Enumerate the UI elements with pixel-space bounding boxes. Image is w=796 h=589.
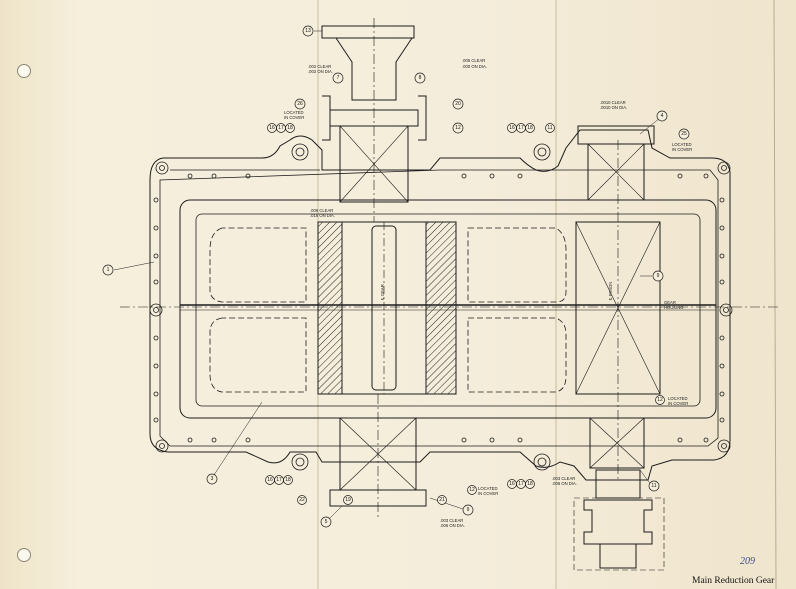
callout-8: 8 xyxy=(419,75,422,81)
callout-16-a: 16 xyxy=(269,125,275,131)
callout-9-bottom: 9 xyxy=(467,507,470,513)
note-located-4: LOCATED xyxy=(478,486,497,491)
note-pinion-centerline: ℄ PINION xyxy=(608,282,613,301)
pinion-section xyxy=(575,140,661,480)
flange-bolt-holes xyxy=(149,143,733,471)
top-bearing-housing xyxy=(321,18,427,222)
callout-numbers: 13 1 3 4 9 5 9 11 7 8 20 26 12 25 16 17 … xyxy=(107,28,687,525)
callout-12-bottom: 12 xyxy=(469,487,475,493)
callout-17-b: 17 xyxy=(518,125,524,131)
note-gear-housing-b: HOUSING xyxy=(664,305,684,310)
callout-7: 7 xyxy=(337,75,340,81)
callout-1: 1 xyxy=(107,267,110,273)
gear-tooth-outlines xyxy=(209,227,567,393)
callout-16-c: 16 xyxy=(267,477,273,483)
note-dia-top: .000 ON DIA. xyxy=(462,64,487,69)
pinion-bottom-bearing xyxy=(573,417,665,571)
callout-16-b: 16 xyxy=(509,125,515,131)
note-clear-small-2: .0010 CLEAR xyxy=(600,100,626,105)
note-dia-right-bot: .006 ON DIA. xyxy=(552,481,577,486)
drawing-caption: Main Reduction Gear xyxy=(692,576,775,586)
callout-26: 26 xyxy=(297,101,303,107)
callout-18-b: 18 xyxy=(527,125,533,131)
leader-lines xyxy=(113,30,661,521)
callout-18-a: 18 xyxy=(287,125,293,131)
callout-12-right: 12 xyxy=(657,397,663,403)
callout-19: 19 xyxy=(345,497,351,503)
note-gear-centerline: ℄ GEAR xyxy=(380,284,385,301)
drawing-notes: .005 CLEAR .000 ON DIA. .002 CLEAR .002 … xyxy=(284,58,692,528)
callout-4: 4 xyxy=(661,113,664,119)
note-located-1b: IN COVER xyxy=(284,115,304,120)
note-dia-mid: .016 ON DIA. xyxy=(310,213,335,218)
note-dia-bot: .006 ON DIA. xyxy=(440,523,465,528)
callout-17-a: 17 xyxy=(278,125,284,131)
bottom-bearing-housing xyxy=(329,394,427,520)
callout-17-d: 17 xyxy=(518,481,524,487)
callout-5: 5 xyxy=(325,519,328,525)
callout-13: 13 xyxy=(305,28,311,34)
paper-fold-lines xyxy=(317,0,777,589)
callout-18-d: 18 xyxy=(527,481,533,487)
note-located-4b: IN COVER xyxy=(478,491,498,496)
note-located-3: LOCATED xyxy=(668,396,687,401)
gear-hatched-sections xyxy=(317,221,457,395)
note-located-3b: IN COVER xyxy=(668,401,688,406)
callout-25: 25 xyxy=(681,131,687,137)
note-clear-right-bot: .003 CLEAR xyxy=(552,476,575,481)
callout-18-c: 18 xyxy=(285,477,291,483)
note-located-2b: IN COVER xyxy=(672,147,692,152)
callout-11: 11 xyxy=(651,483,656,489)
housing-outer-flange xyxy=(149,129,731,481)
pinion-top-bearing xyxy=(577,125,655,201)
note-located-2: LOCATED xyxy=(672,142,691,147)
note-gear-housing: GEAR xyxy=(664,300,676,305)
callout-3: 3 xyxy=(211,476,214,482)
page-number: 209 xyxy=(740,556,755,567)
note-dia-small-2: .0010 ON DIA. xyxy=(600,105,627,110)
callout-9-right: 9 xyxy=(657,273,660,279)
callout-16-d: 16 xyxy=(509,481,515,487)
note-clear-top: .005 CLEAR xyxy=(462,58,485,63)
callout-bubbles xyxy=(102,25,690,528)
callout-20: 20 xyxy=(455,101,461,107)
callout-12: 12 xyxy=(455,125,461,131)
callout-21: 21 xyxy=(439,497,445,503)
callout-22: 22 xyxy=(299,497,305,503)
note-clear-bot: .003 CLEAR xyxy=(440,518,463,523)
callout-11-top: 11 xyxy=(547,125,552,131)
note-clear-small-1: .002 CLEAR xyxy=(308,64,331,69)
callout-17-c: 17 xyxy=(276,477,282,483)
binder-hole-bottom xyxy=(17,548,31,562)
note-clear-mid: .006 CLEAR xyxy=(310,208,333,213)
note-dia-small-1: .002 ON DIA. xyxy=(308,69,333,74)
note-located-1: LOCATED xyxy=(284,110,303,115)
binder-hole-top xyxy=(17,64,31,78)
